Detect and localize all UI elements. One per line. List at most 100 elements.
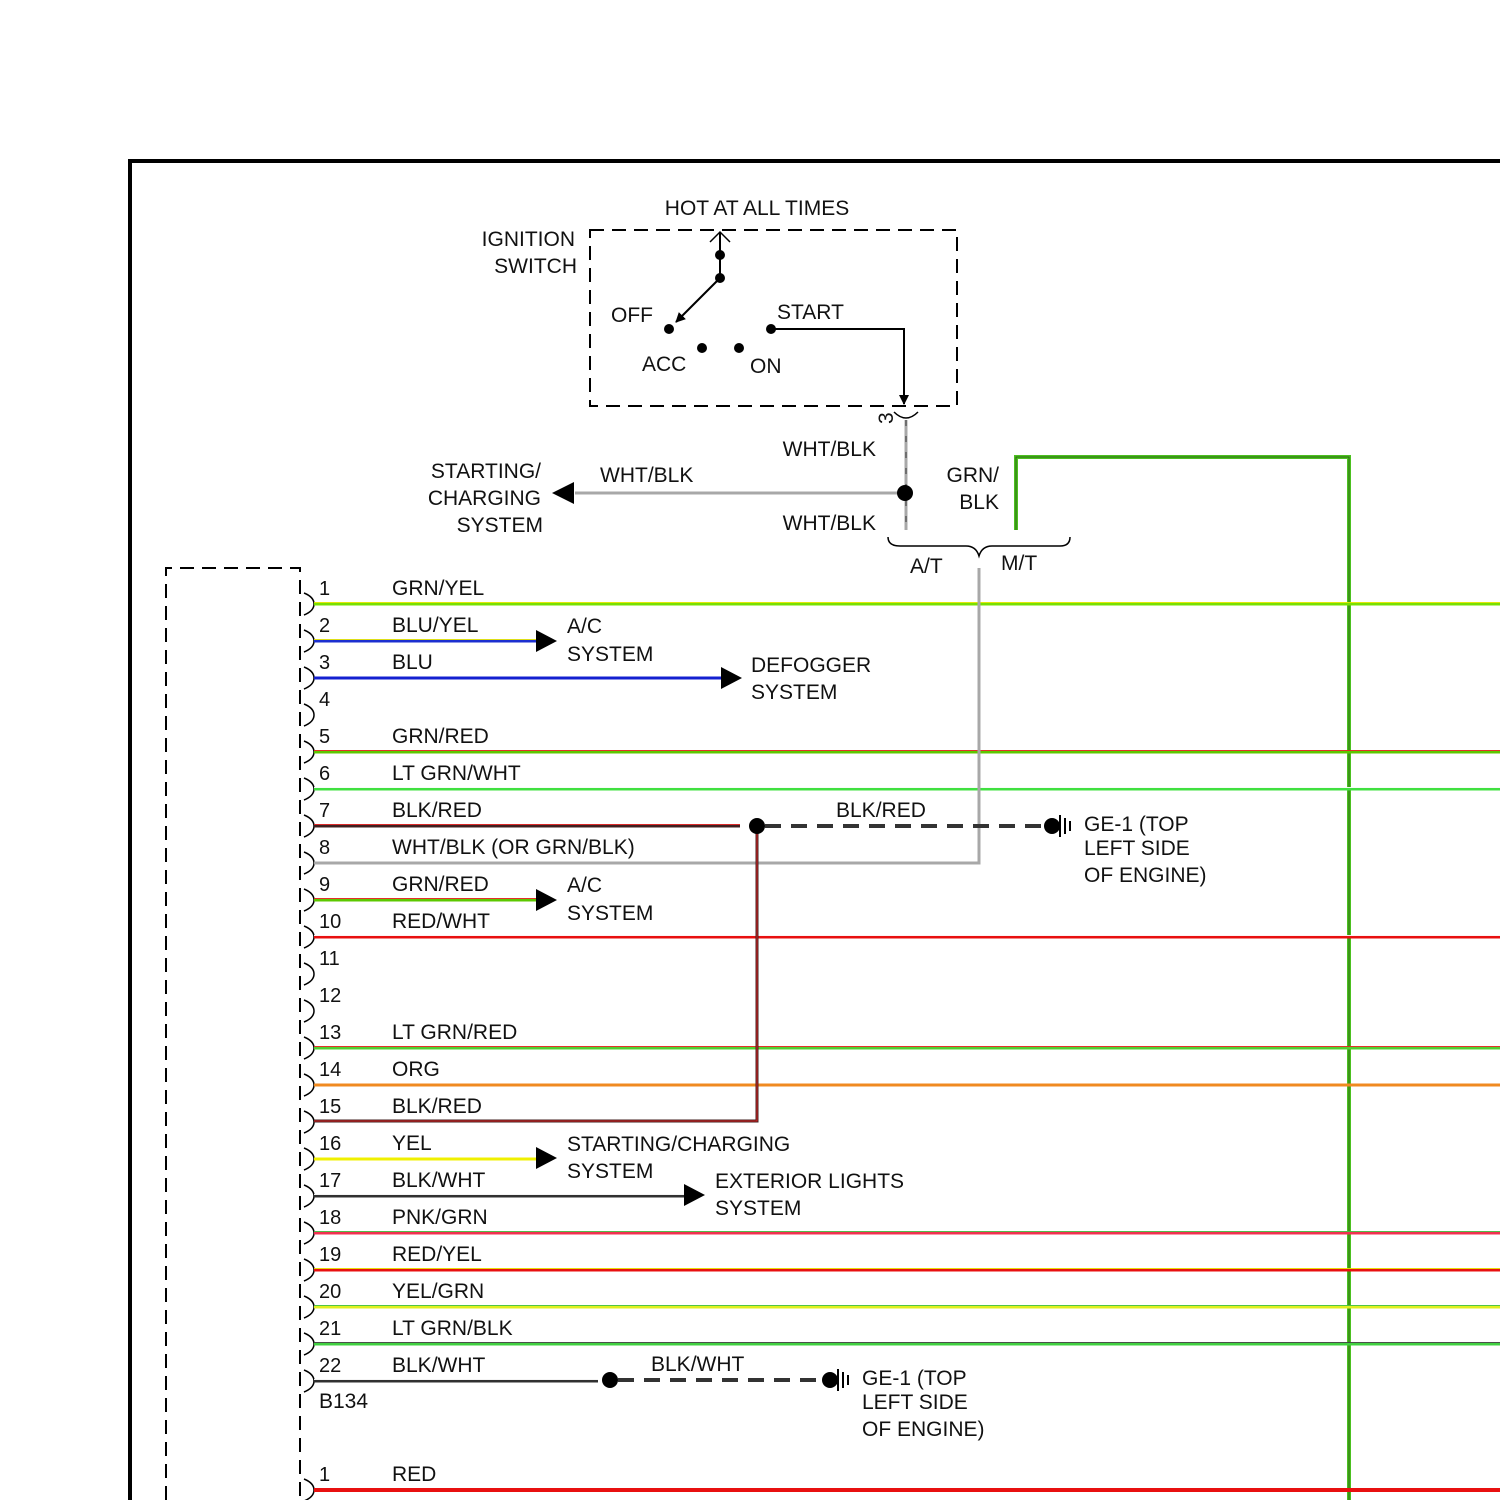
ac1-dest-line2: SYSTEM (567, 643, 653, 666)
ac1-dest-line1: A/C (567, 615, 602, 638)
feed-wire-down-label: WHT/BLK (783, 512, 876, 535)
pin-tick-2-1 (304, 630, 314, 652)
switch-contact-top (715, 250, 725, 260)
ac2-dest-line1: A/C (567, 874, 602, 897)
pin-tick-11-10 (304, 963, 314, 985)
pin-wire-label: GRN/RED (392, 725, 489, 748)
ground2-line3: OF ENGINE) (862, 1418, 985, 1441)
ac2-arrow (536, 889, 557, 911)
ext-arrow (684, 1184, 705, 1206)
pin-tick-8-7 (304, 852, 314, 874)
pin-tick-6-5 (304, 778, 314, 800)
pin-wire-label: GRN/RED (392, 873, 489, 896)
switch-pos-acc: ACC (642, 353, 686, 376)
ground1-point (1044, 818, 1060, 834)
ground1-line2: LEFT SIDE (1084, 837, 1190, 860)
pin-tick-12-11 (304, 1000, 314, 1022)
pin-number: 7 (319, 800, 330, 822)
pin-wire-label: WHT/BLK (OR GRN/BLK) (392, 836, 635, 859)
pin-wire-label: BLK/WHT (392, 1354, 486, 1377)
pin-wire-label: RED/YEL (392, 1243, 482, 1266)
pin-number: 4 (319, 689, 330, 711)
pin-tick-16-15 (304, 1148, 314, 1170)
ext-dest-line1: EXTERIOR LIGHTS (715, 1170, 904, 1193)
wire-runs (314, 603, 1500, 1491)
ac1-arrow (536, 630, 557, 652)
pin-wire-label: BLU (392, 651, 433, 674)
start-dest-line2: SYSTEM (567, 1160, 653, 1183)
next-pin-wire-label: RED (392, 1463, 436, 1486)
pin-tick-15-14 (304, 1111, 314, 1133)
ground2-line1: GE-1 (TOP (862, 1367, 967, 1390)
ground2-line2: LEFT SIDE (862, 1391, 968, 1414)
ground2-wire-label: BLK/WHT (651, 1353, 745, 1376)
pin-number: 13 (319, 1022, 341, 1044)
defog-dest-line2: SYSTEM (751, 681, 837, 704)
feed-splice (897, 485, 913, 501)
switch-pos-start: START (777, 301, 844, 324)
pin-tick-18-17 (304, 1222, 314, 1244)
pin-tick-10-9 (304, 926, 314, 948)
switch-contact-off (664, 324, 674, 334)
switch-start-lead (771, 329, 904, 404)
pin-wire-label: YEL/GRN (392, 1280, 484, 1303)
pin-number: 5 (319, 726, 330, 748)
ground1-line1: GE-1 (TOP (1084, 813, 1189, 836)
ext-dest-line2: SYSTEM (715, 1197, 801, 1220)
pin-tick-22-21 (304, 1370, 314, 1392)
grn-blk-label-line2: BLK (959, 491, 999, 514)
feed-dest-line3: SYSTEM (457, 514, 543, 537)
pin-wire-label: YEL (392, 1132, 432, 1155)
grn-blk-label-line1: GRN/ (947, 464, 1000, 487)
pin-number: 22 (319, 1355, 341, 1377)
pin-number: 18 (319, 1207, 341, 1229)
feed-branch-arrow (552, 482, 574, 504)
switch-pos-off: OFF (611, 304, 653, 327)
next-pin-tick (304, 1479, 314, 1500)
pin-tick-19-18 (304, 1259, 314, 1281)
pin-wire-label: BLK/RED (392, 799, 482, 822)
pin-tick-9-8 (304, 889, 314, 911)
switch-contact-acc (697, 343, 707, 353)
pin-tick-4-3 (304, 704, 314, 726)
pin-number: 17 (319, 1170, 341, 1192)
ground2-point (822, 1372, 838, 1388)
pin-wire-label: LT GRN/RED (392, 1021, 517, 1044)
pin-number: 15 (319, 1096, 341, 1118)
pin-number: 21 (319, 1318, 341, 1340)
ground2-splice (602, 1372, 618, 1388)
start-dest-line1: STARTING/CHARGING (567, 1133, 790, 1156)
pin-number: 6 (319, 763, 330, 785)
pin-number: 12 (319, 985, 341, 1007)
pin-tick-20-19 (304, 1296, 314, 1318)
transmission-brace (888, 537, 1070, 556)
pin-tick-5-4 (304, 741, 314, 763)
pin-number: 10 (319, 911, 341, 933)
pin-wire-label: ORG (392, 1058, 440, 1081)
terminal-3-label: 3 (875, 412, 898, 424)
pin-wire-label: BLK/RED (392, 1095, 482, 1118)
pin-number: 16 (319, 1133, 341, 1155)
connector-outline (166, 568, 300, 1500)
pin-number: 19 (319, 1244, 341, 1266)
pin-tick-3-2 (304, 667, 314, 689)
switch-pos-on: ON (750, 355, 782, 378)
pin-wire-label: BLK/WHT (392, 1169, 486, 1192)
pin-wire-label: LT GRN/BLK (392, 1317, 513, 1340)
ground1-line3: OF ENGINE) (1084, 864, 1207, 887)
pin-tick-1-0 (304, 593, 314, 615)
ground1-splice (749, 818, 765, 834)
start-arrow (536, 1147, 557, 1169)
pin-number: 20 (319, 1281, 341, 1303)
pin-tick-21-20 (304, 1333, 314, 1355)
feed-wire-branch-label: WHT/BLK (600, 464, 693, 487)
pin-tick-17-16 (304, 1185, 314, 1207)
pin-wire-label: BLU/YEL (392, 614, 478, 637)
ac2-dest-line2: SYSTEM (567, 902, 653, 925)
pin-wire-label: LT GRN/WHT (392, 762, 521, 785)
pin-wire-label: GRN/YEL (392, 577, 484, 600)
switch-arm (676, 278, 720, 322)
connector-name: B134 (319, 1390, 368, 1413)
feed-dest-line2: CHARGING (428, 487, 541, 510)
